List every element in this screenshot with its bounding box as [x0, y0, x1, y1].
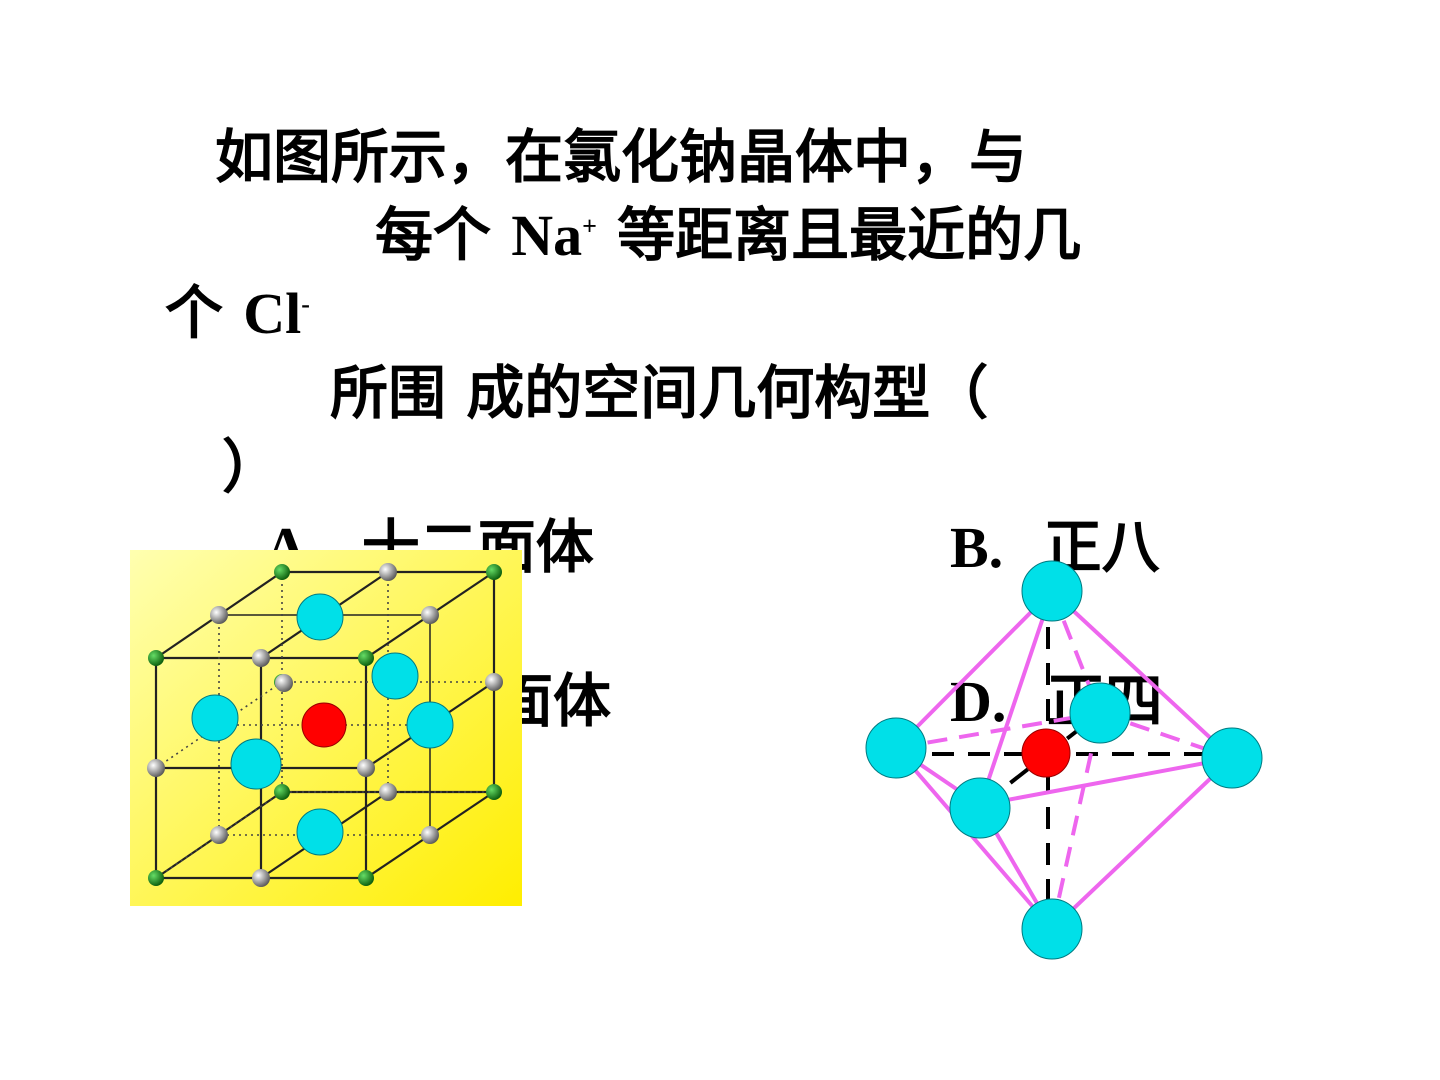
cl-edge-atom: [275, 674, 293, 692]
cl-ion-back: [371, 652, 419, 700]
cl-ion-bottom: [1021, 898, 1083, 960]
cl-edge-atom: [357, 759, 375, 777]
cl-ion-bottom: [296, 808, 344, 856]
cl-ion-left: [865, 717, 927, 779]
na-corner-atom: [358, 650, 374, 666]
question-line-3: 个 Cl-: [165, 279, 310, 347]
cl-ion-front: [949, 777, 1011, 839]
na-corner-atom: [486, 784, 502, 800]
octahedron-figure: [865, 560, 1263, 960]
question-line-4: 所围 成的空间几何构型（: [330, 359, 989, 427]
cl-edge-atom: [252, 649, 270, 667]
na-ion-center: [1021, 728, 1071, 778]
na-ion-center: [301, 702, 347, 748]
cl-ion-top: [296, 593, 344, 641]
cl-edge-atom: [421, 826, 439, 844]
cl-edge-atom: [210, 826, 228, 844]
edge-atoms: [147, 563, 503, 887]
chloride-charge: -: [301, 289, 310, 319]
na-corner-atom: [148, 870, 164, 886]
cl-ion-right: [1201, 727, 1263, 789]
cl-edge-atom: [421, 606, 439, 624]
cl-ion-front: [230, 738, 282, 790]
cl-edge-atom: [252, 869, 270, 887]
cl-ion-back: [1069, 682, 1131, 744]
question-line-1: 如图所示，在氯化钠晶体中，与: [215, 123, 1028, 191]
cl-ion-top: [1021, 560, 1083, 622]
cl-ion-right: [406, 701, 454, 749]
face-center-ions: [191, 593, 454, 856]
sodium-charge: +: [582, 211, 597, 241]
nacl-unit-cell-figure: [130, 550, 522, 906]
sodium-ion-label: Na: [511, 203, 583, 268]
cl-edge-atom: [379, 563, 397, 581]
cl-edge-atom: [210, 606, 228, 624]
cl-edge-atom: [485, 673, 503, 691]
na-corner-atom: [148, 650, 164, 666]
cl-edge-atom: [379, 783, 397, 801]
na-corner-atom: [358, 870, 374, 886]
cl-edge-atom: [147, 759, 165, 777]
chloride-ion-label: Cl: [243, 281, 302, 346]
na-corner-atom: [274, 784, 290, 800]
na-corner-atom: [274, 564, 290, 580]
question-line-2: 每个 Na+ 等距离且最近的几: [375, 201, 1082, 269]
na-corner-atom: [486, 564, 502, 580]
question-line-5: ）: [222, 433, 281, 501]
cl-ion-left: [191, 694, 239, 742]
